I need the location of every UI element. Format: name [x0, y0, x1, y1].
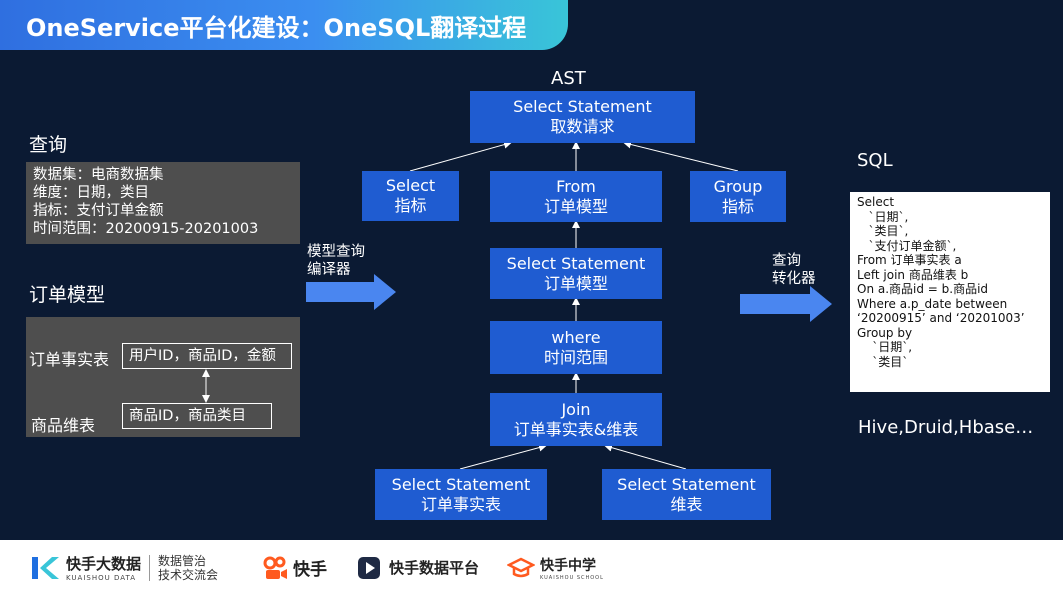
brand-kuaishou-data-platform: 快手数据平台	[357, 540, 479, 595]
sql-line: Select	[857, 195, 895, 209]
sql-line: Where a.p_date between	[857, 296, 1008, 311]
compiler-arrow-icon	[306, 274, 396, 310]
sql-heading: SQL	[857, 150, 893, 171]
school-cap-logo-icon	[507, 557, 535, 577]
converter-arrow-icon	[740, 286, 832, 322]
brand4-name: 快手中学	[540, 557, 596, 574]
query-timerange-line: 时间范围：20200915-20201003	[33, 221, 259, 237]
brand3-name: 快手数据平台	[389, 559, 480, 577]
fact-table-label: 订单事实表	[29, 350, 110, 369]
brand2-name: 快手	[293, 560, 327, 580]
sql-line: `类目`	[857, 354, 909, 369]
sql-line: ‘20200915’ and ‘20201003’	[857, 311, 1025, 325]
edge-group-to-root	[623, 140, 739, 172]
dim-table-label: 商品维表	[31, 416, 96, 435]
brand-kuaishou: 快手	[263, 540, 327, 595]
sql-line: Group by	[857, 325, 913, 340]
fact-table-fields: 用户ID，商品ID，金额	[122, 343, 292, 369]
query-panel: 数据集：电商数据集 维度：日期，类目 指标：支付订单金额 时间范围：202009…	[26, 162, 300, 244]
sql-line: `日期`,	[857, 209, 909, 224]
sql-line: `支付订单金额`,	[857, 238, 957, 253]
query-metric-line: 指标：支付订单金额	[33, 203, 164, 219]
sql-line: From 订单事实表 a	[857, 253, 962, 267]
dim-table-fields: 商品ID，商品类目	[122, 403, 272, 429]
edge-dim-to-join	[604, 443, 687, 470]
order-model-panel: 订单事实表 用户ID，商品ID，金额 商品维表 商品ID，商品类目	[26, 317, 300, 437]
sql-line: Left join 商品维表 b	[857, 267, 969, 282]
kuaishou-data-logo-icon	[32, 556, 59, 579]
edge-fact-to-join	[459, 443, 547, 470]
brand-kuaishou-school: 快手中学 KUAISHOU SCHOOL	[507, 540, 604, 595]
query-dataset-line: 数据集：电商数据集	[33, 167, 164, 183]
sql-panel: Select `日期`, `类目`, `支付订单金额`, From 订单事实表 …	[850, 192, 1050, 392]
engines-label: Hive,Druid,Hbase…	[858, 417, 1034, 438]
ast-heading: AST	[551, 68, 586, 89]
brand1-name: 快手大数据	[66, 555, 142, 573]
kuaishou-logo-icon	[263, 556, 287, 579]
compiler-label: 模型查询 编译器	[307, 244, 365, 278]
query-heading: 查询	[29, 134, 68, 156]
sql-line: `日期`,	[857, 340, 913, 354]
brand1-sub: KUAISHOU DATA	[66, 574, 136, 582]
brand-kuaishou-data: 快手大数据 KUAISHOU DATA 数据管治 技术交流会	[30, 540, 218, 595]
title-banner: OneService平台化建设：OneSQL翻译过程	[0, 0, 568, 50]
slogan-line2: 技术交流会	[158, 567, 219, 582]
slogan-line1: 数据管治	[158, 553, 207, 568]
converter-label: 查询 转化器	[772, 253, 816, 287]
sql-line: On a.商品id = b.商品id	[857, 282, 989, 296]
order-model-heading: 订单模型	[29, 284, 106, 306]
sql-line: `类目`,	[857, 224, 909, 238]
footer-bar: 快手大数据 KUAISHOU DATA 数据管治 技术交流会 快手 快手数据平台	[0, 540, 1063, 595]
brand4-sub: KUAISHOU SCHOOL	[540, 574, 604, 581]
play-logo-icon	[358, 556, 380, 579]
query-dimension-line: 维度：日期，类目	[33, 185, 149, 201]
page-title: OneService平台化建设：OneSQL翻译过程	[26, 14, 527, 42]
edge-select-to-root	[409, 140, 512, 172]
